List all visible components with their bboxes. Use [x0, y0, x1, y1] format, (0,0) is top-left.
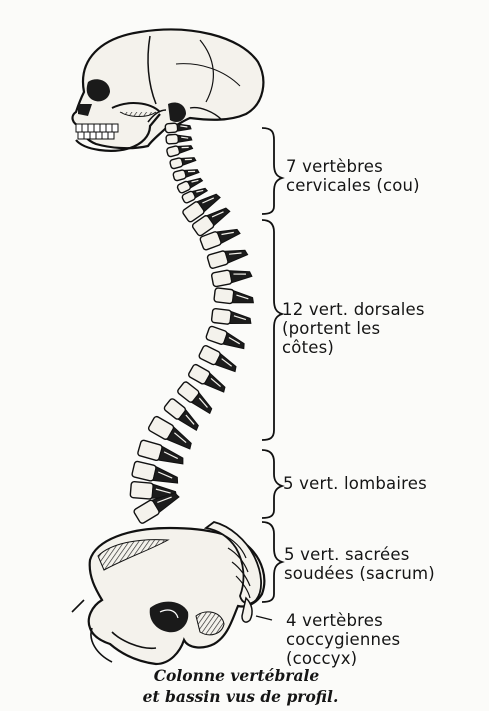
dorsal-vertebra — [207, 245, 249, 269]
cervical-vertebra — [166, 133, 192, 144]
bracket-lumbar — [262, 450, 282, 518]
label-coccyx-vertebrae: 4 vertèbres coccygiennes (coccyx) — [286, 611, 400, 668]
caption-line-2: et bassin vus de profil. — [0, 687, 485, 707]
label-lumbar-vertebrae: 5 vert. lombaires — [283, 474, 427, 493]
bracket-cervical — [262, 128, 282, 214]
bracket-dorsal — [262, 220, 282, 440]
label-cervical-vertebrae: 7 vertèbres cervicales (cou) — [286, 157, 420, 195]
dorsal-vertebra — [214, 288, 255, 307]
vertebral-column — [130, 122, 255, 524]
label-sacral-vertebrae: 5 vert. sacrées soudées (sacrum) — [284, 545, 435, 583]
cervical-vertebra — [165, 122, 191, 133]
dorsal-vertebra — [211, 266, 252, 287]
caption-line-1: Colonne vertébrale — [0, 666, 481, 686]
pelvis — [72, 522, 272, 664]
dorsal-vertebra — [211, 308, 252, 327]
brackets — [262, 128, 282, 602]
bracket-sacral — [262, 522, 282, 602]
label-dorsal-vertebrae: 12 vert. dorsales (portent les côtes) — [282, 300, 425, 357]
